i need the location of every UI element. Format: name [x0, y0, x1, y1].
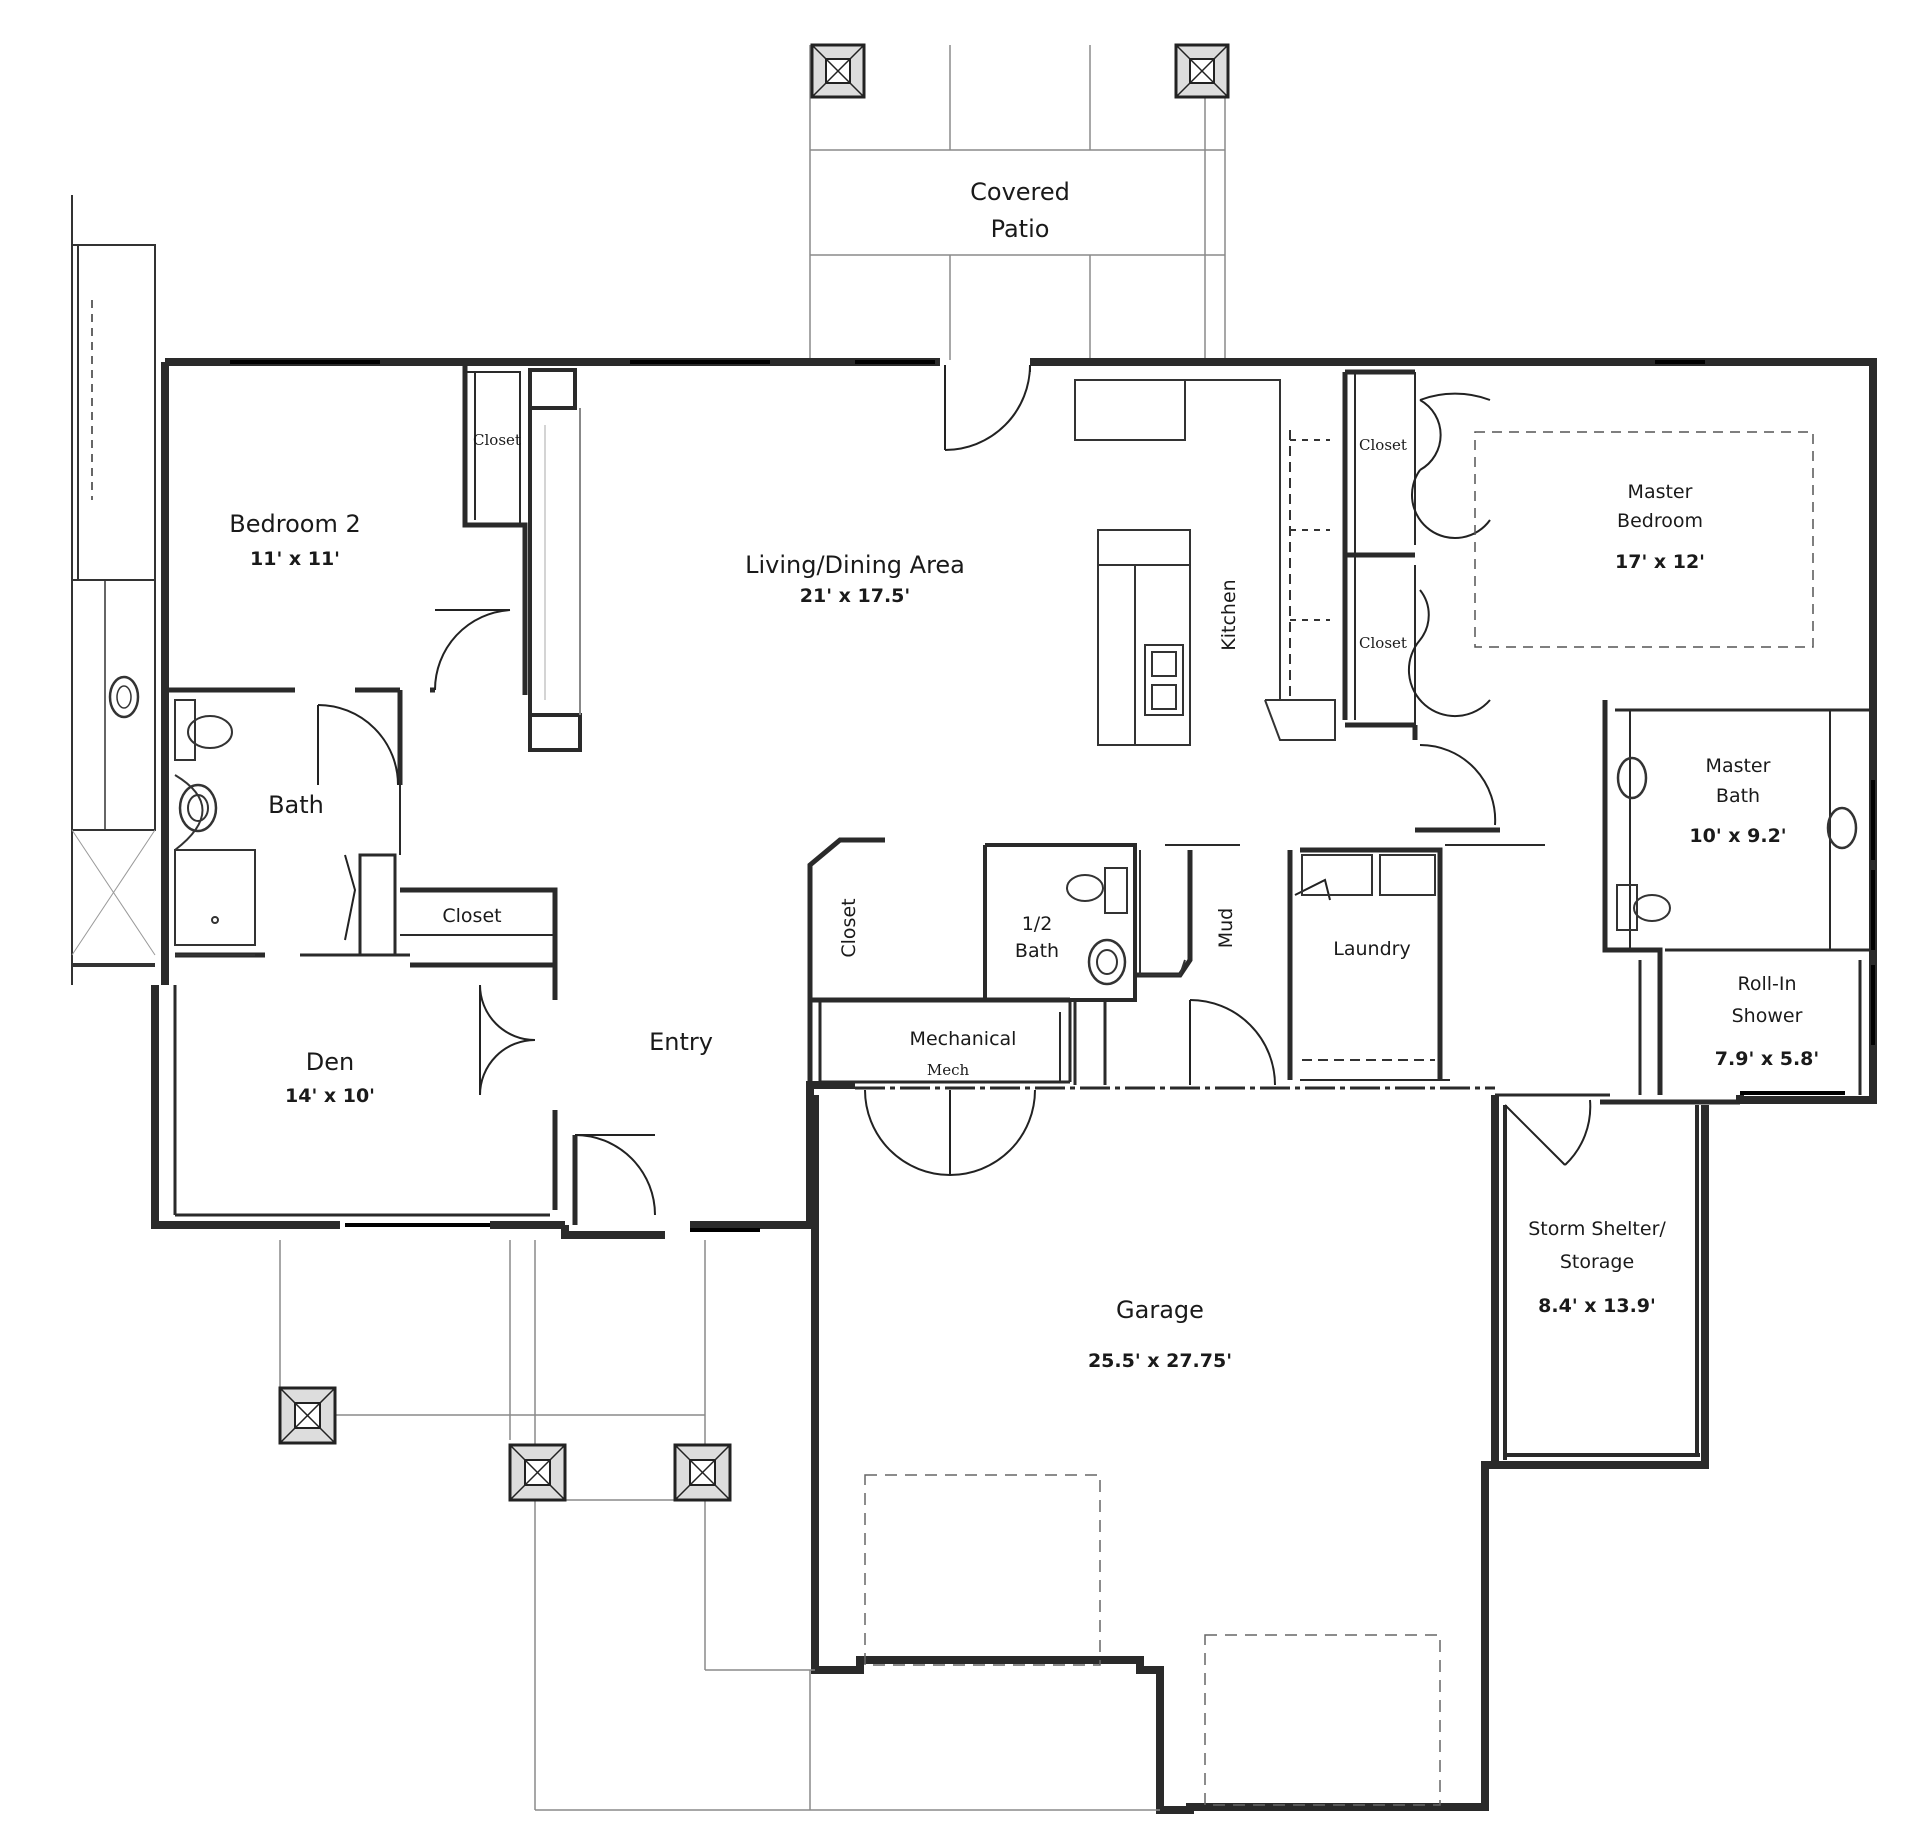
- half-bath-label-2: Bath: [1015, 940, 1059, 962]
- storm-shelter-label-1: Storm Shelter/: [1528, 1218, 1666, 1240]
- exterior-walls: [151, 358, 1877, 1814]
- storm-shelter-label-2: Storage: [1560, 1251, 1634, 1273]
- master-bedroom-dims: 17' x 12': [1615, 551, 1705, 573]
- half-bath-label-1: 1/2: [1022, 913, 1053, 935]
- living-label: Living/Dining Area: [745, 551, 965, 579]
- den-label: Den: [306, 1048, 354, 1076]
- doors: [317, 364, 1592, 1216]
- hall-closet-label: Closet: [442, 905, 501, 927]
- patio-column-left: [810, 43, 866, 99]
- roll-in-shower-label-1: Roll-In: [1737, 973, 1796, 995]
- master-bath-label-2: Bath: [1716, 785, 1760, 807]
- covered-patio-label-1: Covered: [970, 178, 1070, 206]
- front-porch-structure: [279, 1240, 1160, 1811]
- mechanical-label: Mechanical: [910, 1028, 1017, 1050]
- roll-in-shower-label-2: Shower: [1732, 1005, 1803, 1027]
- den-dims: 14' x 10': [285, 1085, 375, 1107]
- bedroom2-closet-label: Closet: [473, 431, 521, 449]
- bedroom2-label: Bedroom 2: [229, 510, 360, 538]
- patio-column-right: [1174, 43, 1230, 99]
- master-bath-label-1: Master: [1706, 755, 1771, 777]
- entry-label: Entry: [649, 1028, 713, 1056]
- master-bed-outline: [1474, 431, 1814, 648]
- interior-walls: [165, 362, 1870, 1225]
- covered-patio-label-2: Patio: [991, 215, 1050, 243]
- bedroom2-dims: 11' x 11': [250, 548, 340, 570]
- mech-sublabel: Mech: [927, 1061, 970, 1079]
- porch-column-3: [673, 1443, 732, 1502]
- porch-column-1: [278, 1386, 337, 1445]
- windows: [230, 360, 1875, 1232]
- kitchen-label: Kitchen: [1218, 579, 1240, 650]
- master-closet-top-label: Closet: [1359, 436, 1407, 454]
- master-bath-dims: 10' x 9.2': [1689, 825, 1786, 847]
- master-closet-bottom-label: Closet: [1359, 634, 1407, 652]
- laundry-label: Laundry: [1333, 938, 1410, 960]
- mud-label: Mud: [1215, 908, 1237, 949]
- fixtures: [174, 379, 1858, 1061]
- porch-column-2: [508, 1443, 567, 1502]
- living-dims: 21' x 17.5': [800, 585, 910, 607]
- roll-in-shower-dims: 7.9' x 5.8': [1715, 1048, 1819, 1070]
- master-bedroom-label-2: Bedroom: [1617, 510, 1703, 532]
- garage-label: Garage: [1116, 1296, 1204, 1324]
- adjacent-structure-left: [71, 195, 156, 985]
- entry-closet-label: Closet: [838, 898, 860, 957]
- storm-shelter-dims: 8.4' x 13.9': [1538, 1295, 1656, 1317]
- garage-dims: 25.5' x 27.75': [1088, 1350, 1232, 1372]
- bath-label: Bath: [268, 791, 324, 819]
- master-bedroom-label-1: Master: [1628, 481, 1693, 503]
- garage-parking-outlines: [864, 1474, 1441, 1806]
